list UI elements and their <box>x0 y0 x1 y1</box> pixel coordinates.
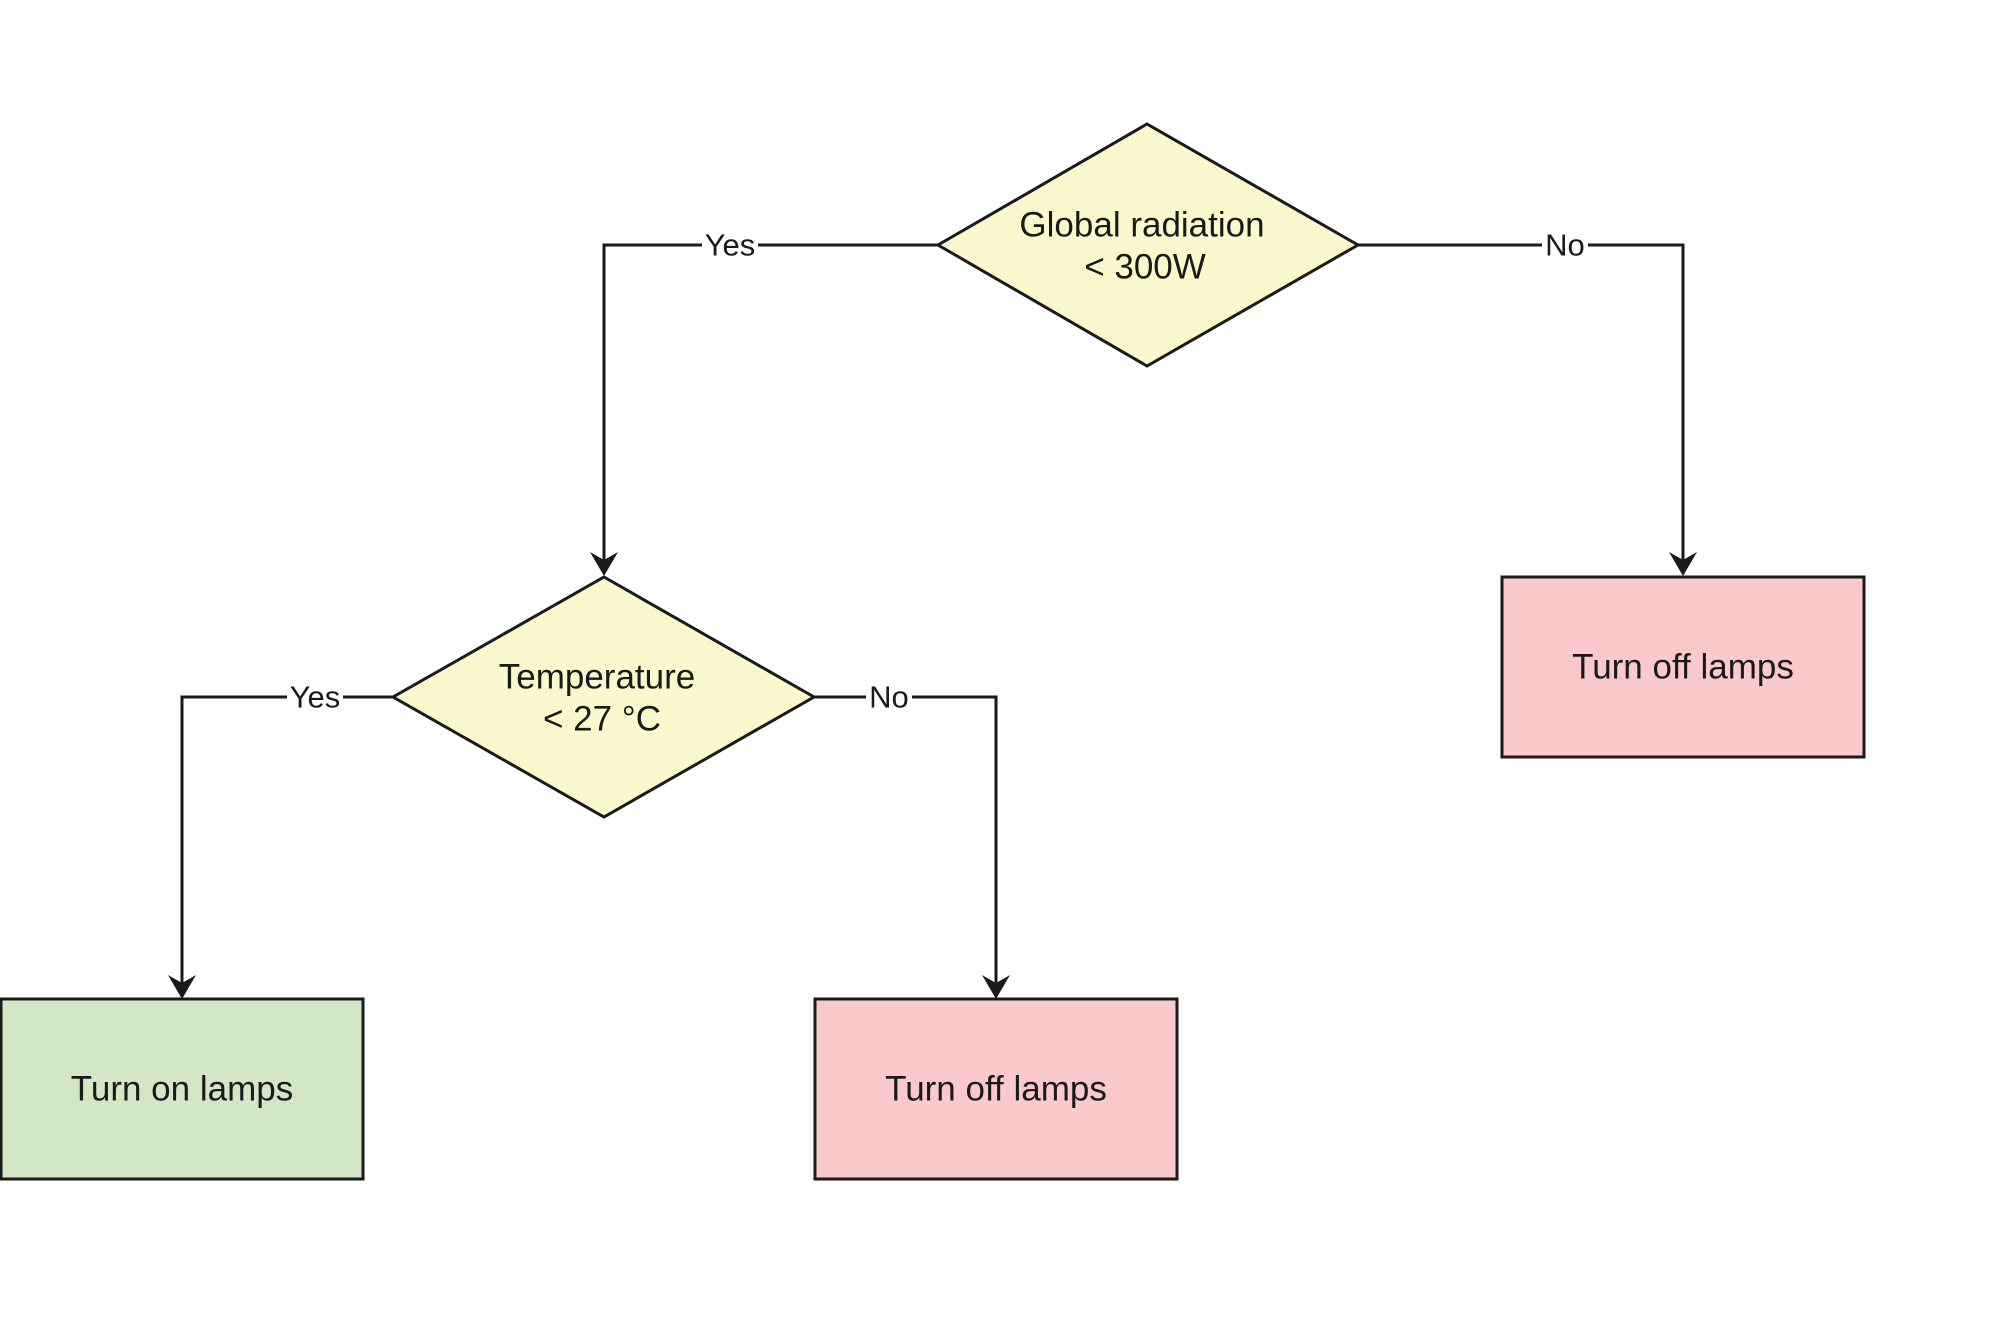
edge-label-temperature-yes: Yes <box>290 680 341 715</box>
arrowhead-radiation-yes <box>590 552 618 576</box>
process-label-turn-off-middle: Turn off lamps <box>885 1070 1107 1109</box>
decision-label-global-radiation-line2: < 300W <box>1084 248 1206 287</box>
edge-radiation-no <box>1358 243 1685 560</box>
edge-label-radiation-yes: Yes <box>705 228 756 263</box>
decision-label-temperature-line2: < 27 °C <box>543 700 661 739</box>
edge-temperature-yes <box>180 695 393 983</box>
decision-diamond-global-radiation <box>935 122 1362 368</box>
edge-temperature-no <box>814 695 998 983</box>
edge-labels: Yes No Yes No <box>287 226 1588 716</box>
decision-label-temperature-line1: Temperature <box>499 658 695 697</box>
arrowhead-radiation-no <box>1669 552 1697 576</box>
process-turn-off-lamps-middle: Turn off lamps <box>813 997 1179 1181</box>
edges <box>168 243 1697 999</box>
decision-label-global-radiation-line1: Global radiation <box>1019 206 1264 245</box>
edge-label-temperature-no: No <box>869 680 909 715</box>
process-box-turn-on <box>0 997 365 1181</box>
decision-global-radiation: Global radiation < 300W <box>935 122 1362 368</box>
arrowhead-temperature-no <box>982 975 1010 999</box>
decision-diamond-temperature <box>389 575 818 819</box>
decision-temperature: Temperature < 27 °C <box>389 575 818 819</box>
process-label-turn-on: Turn on lamps <box>71 1070 293 1109</box>
process-turn-off-lamps-right: Turn off lamps <box>1500 575 1866 759</box>
edge-radiation-yes <box>602 243 938 560</box>
process-box-turn-off-right <box>1500 575 1866 759</box>
process-turn-on-lamps: Turn on lamps <box>0 997 365 1181</box>
process-label-turn-off-right: Turn off lamps <box>1572 648 1794 687</box>
arrowhead-temperature-yes <box>168 975 196 999</box>
process-box-turn-off-middle <box>813 997 1179 1181</box>
edge-label-radiation-no: No <box>1545 228 1585 263</box>
